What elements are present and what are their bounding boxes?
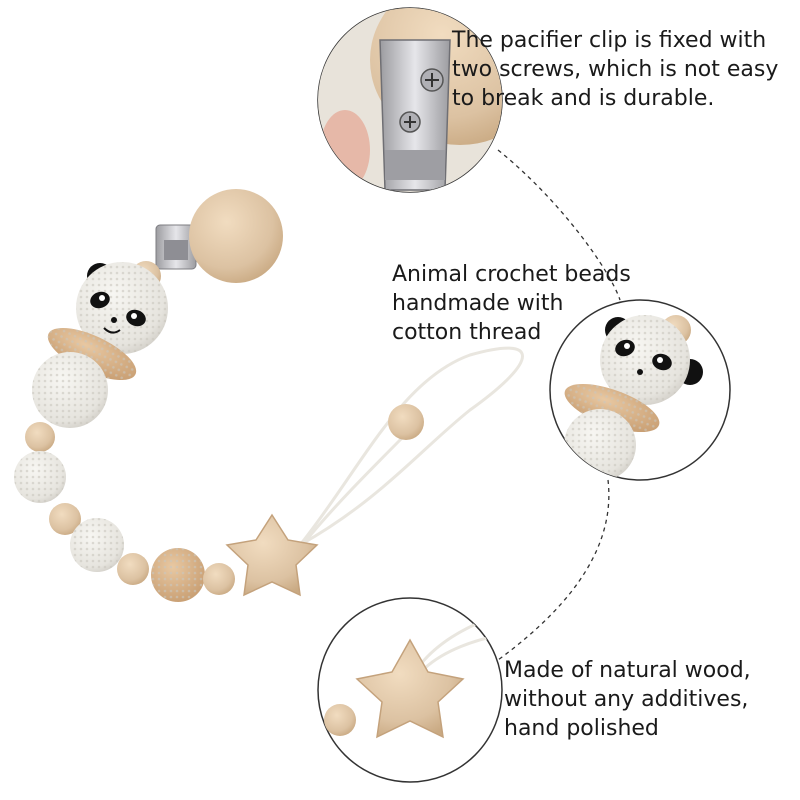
caption-crochet-line1: Animal crochet beads	[392, 262, 631, 287]
caption-wood-line1: Made of natural wood,	[504, 658, 751, 683]
metal-clip	[155, 224, 197, 270]
inset-clip-detail	[317, 7, 503, 193]
caption-clip-line2: two screws, which is not easy	[452, 57, 779, 82]
dashed-connector	[497, 149, 621, 661]
caption-wood-line2: without any additives,	[504, 687, 749, 712]
caption-clip: The pacifier clip is fixed with two scre…	[452, 26, 778, 113]
inset-panda-detail	[549, 299, 731, 481]
caption-crochet: Animal crochet beads handmade with cotto…	[392, 260, 631, 347]
inset-star-detail	[317, 597, 503, 783]
caption-crochet-line3: cotton thread	[392, 320, 542, 345]
caption-wood-line3: hand polished	[504, 716, 659, 741]
caption-clip-line1: The pacifier clip is fixed with	[452, 28, 767, 53]
caption-wood: Made of natural wood, without any additi…	[504, 656, 751, 743]
caption-crochet-line2: handmade with	[392, 291, 564, 316]
pacifier-chain	[14, 189, 524, 602]
crochet-flower	[47, 327, 137, 381]
wooden-ball	[189, 189, 283, 283]
panda-bead	[76, 262, 168, 354]
wooden-star	[225, 513, 319, 597]
string-loop	[298, 346, 524, 547]
caption-clip-line3: to break and is durable.	[452, 86, 715, 111]
